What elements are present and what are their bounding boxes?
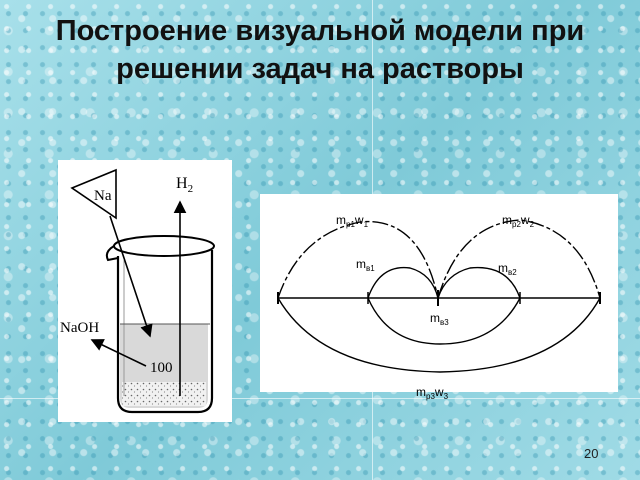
arc-solute-2 (437, 266, 521, 299)
naoh-arrow (90, 339, 147, 367)
beaker-drawing: Na H2 NaOH 100 (60, 168, 215, 414)
beaker-illustration: Na H2 NaOH 100 (58, 160, 232, 422)
naoh-label: NaOH (60, 320, 99, 336)
sodium-label: Na (94, 188, 112, 204)
label-mass-solution-3-wrap: mр3w3 (416, 385, 449, 401)
arc-solution-3 (277, 297, 601, 373)
label-mass-solute-3: mв3 (430, 311, 449, 327)
label-mass-solution-3: mр3w3 (416, 385, 449, 401)
sodium-arrow (109, 215, 153, 338)
sodium-triangle-icon (70, 168, 117, 220)
slide-title: Построение визуальной модели при решении… (55, 15, 585, 85)
label-mass-solute-1: mв1 (356, 257, 375, 273)
page-number: 20 (584, 446, 599, 461)
label-mass-solute-2: mв2 (498, 261, 517, 277)
beaker-spout (105, 245, 119, 262)
label-mass-solution-1: mр1w1 (336, 213, 369, 229)
hydrogen-label: H2 (176, 175, 193, 195)
beaker-wall (116, 250, 214, 414)
arc-solute-3 (367, 297, 521, 345)
label-mass-solution-2: mр2w2 (502, 213, 535, 229)
arc-solution-2 (437, 219, 601, 299)
arc-solution-1 (277, 220, 439, 299)
mixing-scheme-drawing: mр1w1 mр2w2 mв1 mв2 mв3 (277, 213, 601, 373)
mixing-scheme: mр1w1 mр2w2 mв1 mв2 mв3 (260, 194, 618, 392)
beaker-rim (113, 235, 215, 257)
arc-solute-1 (367, 266, 439, 299)
sediment (122, 382, 206, 406)
guide-line-horizontal (0, 398, 640, 399)
volume-mark-label: 100 (150, 360, 173, 376)
